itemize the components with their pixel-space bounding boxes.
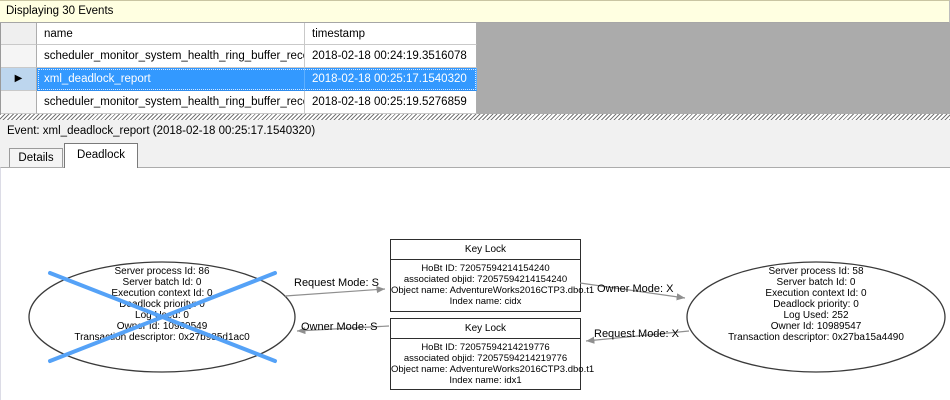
table-row[interactable]: scheduler_monitor_system_health_ring_buf… [1,91,477,114]
text-line: Server batch Id: 0 [122,277,202,288]
edge-label-owner-x: Owner Mode: X [597,283,674,295]
details-tabstrip: Details Deadlock [0,142,950,168]
key-lock-title: Key Lock [391,240,580,260]
text-line: HoBt ID: 72057594214154240 [421,263,550,274]
text-line: associated objid: 72057594214154240 [403,274,568,285]
tab-deadlock[interactable]: Deadlock [64,143,138,168]
key-lock-title: Key Lock [391,319,580,339]
text-line: Owner Id: 10989549 [116,321,208,332]
table-row-selected[interactable]: ▶ xml_deadlock_report 2018-02-18 00:25:1… [1,68,477,91]
event-name-cell[interactable]: scheduler_monitor_system_health_ring_buf… [37,45,305,68]
row-header-cell[interactable] [1,45,37,68]
text-line: Log Used: 252 [783,310,849,321]
edge-label-request-x: Request Mode: X [594,328,679,340]
text-line: Server process Id: 86 [114,266,210,277]
text-line: Server batch Id: 0 [776,277,856,288]
column-header-timestamp[interactable]: timestamp [305,23,477,45]
text-line: Server process Id: 58 [768,266,864,277]
grid-header-row: name timestamp [1,23,477,45]
event-summary-label: Event: xml_deadlock_report (2018-02-18 0… [7,125,316,137]
text-line: Owner Id: 10989547 [770,321,862,332]
text-line: Index name: cidx [449,296,522,307]
event-name-cell[interactable]: scheduler_monitor_system_health_ring_buf… [37,91,305,114]
column-header-name[interactable]: name [37,23,305,45]
text-line: Log Used: 0 [135,310,189,321]
events-grid: name timestamp scheduler_monitor_system_… [0,23,477,114]
row-header-cell[interactable]: ▶ [1,68,37,91]
event-timestamp-cell[interactable]: 2018-02-18 00:25:17.1540320 [305,68,477,91]
grid-corner-cell [1,23,37,45]
grid-empty-area [477,23,950,114]
text-line: associated objid: 72057594214219776 [403,353,568,364]
text-line: Transaction descriptor: 0x27ba15a4490 [728,332,904,343]
event-timestamp-cell[interactable]: 2018-02-18 00:24:19.3516078 [305,45,477,68]
event-timestamp-cell[interactable]: 2018-02-18 00:25:19.5276859 [305,91,477,114]
tab-details[interactable]: Details [9,148,63,168]
selected-row-cells[interactable]: xml_deadlock_report 2018-02-18 00:25:17.… [37,68,477,91]
event-summary-bar: Event: xml_deadlock_report (2018-02-18 0… [0,120,950,142]
text-line: Deadlock priority: 0 [773,299,859,310]
row-header-cell[interactable] [1,91,37,114]
grid-details-splitter[interactable] [0,114,950,120]
edge-label-owner-s: Owner Mode: S [301,321,378,333]
text-line: Object name: AdventureWorks2016CTP3.dbo.… [391,364,595,375]
event-name-cell[interactable]: xml_deadlock_report [37,68,305,91]
text-line: Transaction descriptor: 0x27b985d1ac0 [74,332,250,343]
text-line: Deadlock priority: 0 [119,299,205,310]
events-count-label: Displaying 30 Events [6,5,114,17]
edge-label-request-s: Request Mode: S [294,277,379,289]
text-line: Object name: AdventureWorks2016CTP3.dbo.… [391,285,595,296]
current-row-arrow-icon: ▶ [14,73,23,84]
text-line: Execution context Id: 0 [111,288,213,299]
text-line: Index name: idx1 [449,375,522,386]
events-count-bar: Displaying 30 Events [0,0,950,23]
text-line: Execution context Id: 0 [765,288,867,299]
table-row[interactable]: scheduler_monitor_system_health_ring_buf… [1,45,477,68]
text-line: HoBt ID: 72057594214219776 [421,342,550,353]
